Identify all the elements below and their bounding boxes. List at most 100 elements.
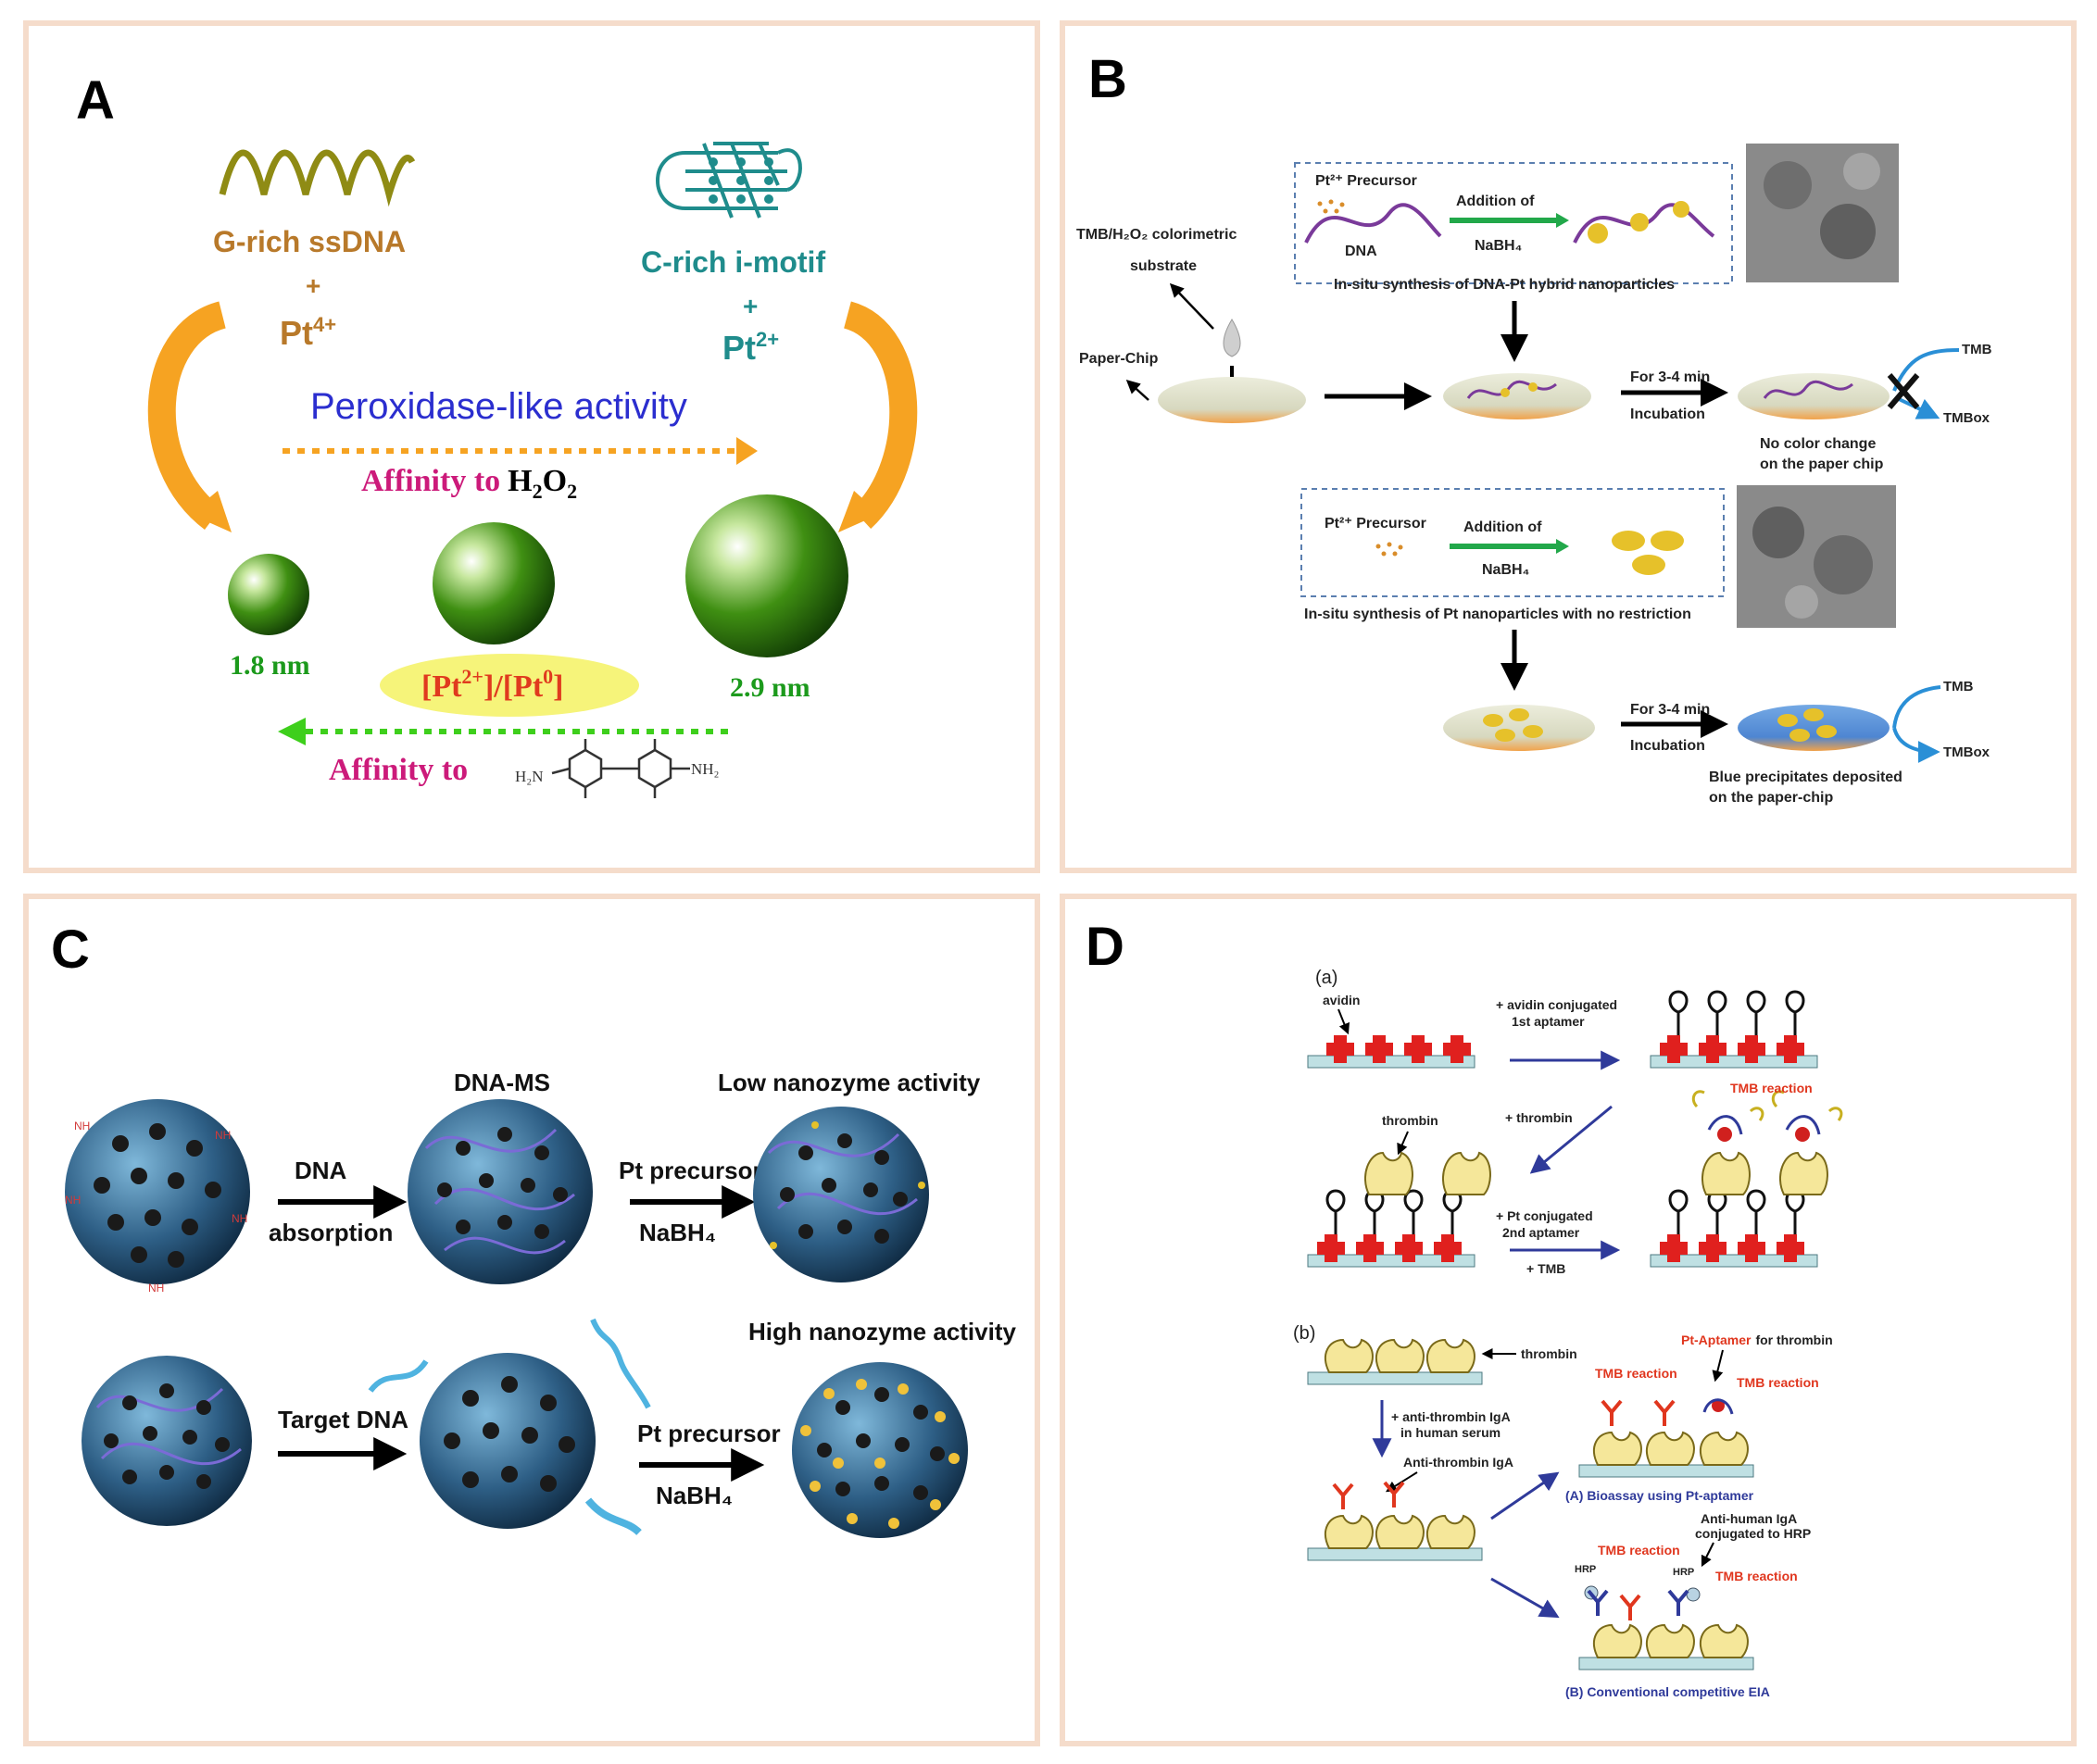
chip-2-np-a [1501,388,1510,397]
dna-ms-label: DNA-MS [454,1069,550,1096]
substrate-label-2: substrate [1130,258,1197,274]
avidin-conj-1: + avidin conjugated [1496,997,1617,1012]
pt-aptamer-pointer [1712,1349,1724,1382]
arrow-b-down2 [1490,1577,1560,1619]
pt-conj-2: 2nd aptamer [1502,1225,1580,1240]
aptamers-a2 [1668,990,1805,1035]
aptamers-a3 [1325,1189,1463,1234]
target-dna-helix-icon [368,1359,429,1393]
pt-precursor-2-label: Pt precursor [637,1420,781,1447]
ms-sphere-3-pt [770,1121,925,1249]
incubation-2-label: Incubation [1630,738,1705,754]
chip-5-np-c [1816,725,1837,738]
pt2-label: Pt2+ [722,328,779,367]
addition-2-label: Addition of [1463,519,1542,535]
chip-2-dna [1466,380,1557,399]
surface-a1 [1307,1055,1475,1069]
ms-sphere-2 [408,1099,593,1284]
x-mark-icon [1887,373,1920,409]
nh-label-4: NH [65,1194,81,1207]
anti-human-1: Anti-human IgA [1701,1511,1797,1526]
hrp-2-ball [1686,1587,1701,1602]
ms-2-dna-strands [424,1128,575,1255]
hrp-2-label: HRP [1673,1567,1694,1578]
panel-c-letter: C [51,920,90,980]
avidin-label: avidin [1323,993,1360,1007]
pt-np-3 [1673,201,1689,218]
tem-1-blob-b [1820,204,1876,259]
plus-a2: + [743,292,758,320]
surface-a4 [1650,1254,1818,1268]
tmb-reaction-b3: TMB reaction [1598,1543,1680,1558]
panel-b-border [1060,20,2077,873]
panel-d-letter: D [1086,917,1124,977]
tmb-reaction-b4: TMB reaction [1715,1569,1798,1583]
tem-2-blob-c [1785,585,1818,619]
ms-sphere-4-pores [104,1383,230,1489]
surface-bA [1578,1464,1754,1478]
paper-chip-3 [1738,373,1890,419]
tem-2-blob-a [1752,507,1804,558]
nh-label-1: NH [74,1120,90,1132]
chip-5-np-d [1789,729,1810,742]
avidin-pointer [1337,1008,1350,1035]
chip-5-np-b [1803,708,1824,721]
ratio-ellipse [380,654,639,717]
aptamers-a4 [1668,1189,1805,1234]
size-large-label: 2.9 nm [730,672,810,703]
ratio-label: [Pt2+]/[Pt0] [421,665,563,704]
thrombin-shapes-a3 [1364,1151,1491,1195]
incubation-1-label: Incubation [1630,407,1705,422]
curved-arrow-left-head [190,491,232,532]
chip-4-np-d [1495,729,1515,742]
tem-1-blob-c [1843,153,1880,190]
g-rich-label: G-rich ssDNA [213,225,406,258]
avidin-crosses-a4 [1660,1234,1804,1262]
dotted-arrow-left-head [278,718,306,745]
avidin-crosses-a3 [1317,1234,1462,1262]
hrp-1-label: HRP [1575,1564,1596,1575]
pt-precursor-1-label: Pt precursor [619,1157,762,1184]
sphere-small [228,554,309,635]
surface-a3 [1307,1254,1475,1268]
pt-np-b3 [1632,555,1665,575]
iga-antibodies-bA [1601,1399,1676,1426]
panel-c-border [23,894,1040,1746]
dna-label-c: DNA [295,1157,347,1184]
tmb-reaction-top: TMB reaction [1730,1081,1813,1095]
avidin-conj-2: 1st aptamer [1512,1014,1585,1029]
panel-c: C NH NH NH NH NH DNA absorption DNA-MS P… [51,920,1016,1538]
green-arrow-1-head [1556,213,1569,228]
paper-chip-5 [1738,705,1890,751]
g-rich-ssdna-icon [219,149,416,207]
panel-a-border [23,20,1040,873]
panel-a-letter: A [76,70,115,131]
substrate-label-1: TMB/H₂O₂ colorimetric [1076,227,1237,243]
substrate-pointer [1169,282,1214,330]
released-dna-2-icon [584,1497,642,1536]
panel-b-letter: B [1088,49,1127,109]
ms-sphere-1-pores [94,1123,221,1268]
curved-arrow-left-icon [147,301,227,530]
paper-chip-label: Paper-Chip [1079,351,1159,367]
tmb-reaction-b2: TMB reaction [1737,1375,1819,1390]
chip-4-np-b [1509,708,1529,721]
ms-sphere-1 [65,1099,250,1284]
ms-sphere-5-pores [444,1376,575,1492]
nocolor-2-label: on the paper chip [1760,457,1884,472]
precursor-1-label: Pt²⁺ Precursor [1315,173,1417,189]
chip-3-dna [1763,380,1853,399]
ms-sphere-2-pores [437,1127,568,1239]
peroxidase-label: Peroxidase-like activity [310,386,687,427]
pt-np-2 [1630,213,1649,231]
thrombin-shapes-b2 [1325,1514,1475,1549]
plus-tmb-label: + TMB [1526,1261,1565,1276]
ms-sphere-6-pores [817,1387,945,1500]
tmb-curve-1 [1892,348,1960,392]
panel-d-border [1060,894,2077,1746]
addition-1-label: Addition of [1456,194,1535,209]
arrow-b-up [1490,1471,1560,1520]
bioassay-label: (A) Bioassay using Pt-aptamer [1565,1488,1754,1503]
thrombin-shapes-a4 [1701,1151,1828,1195]
